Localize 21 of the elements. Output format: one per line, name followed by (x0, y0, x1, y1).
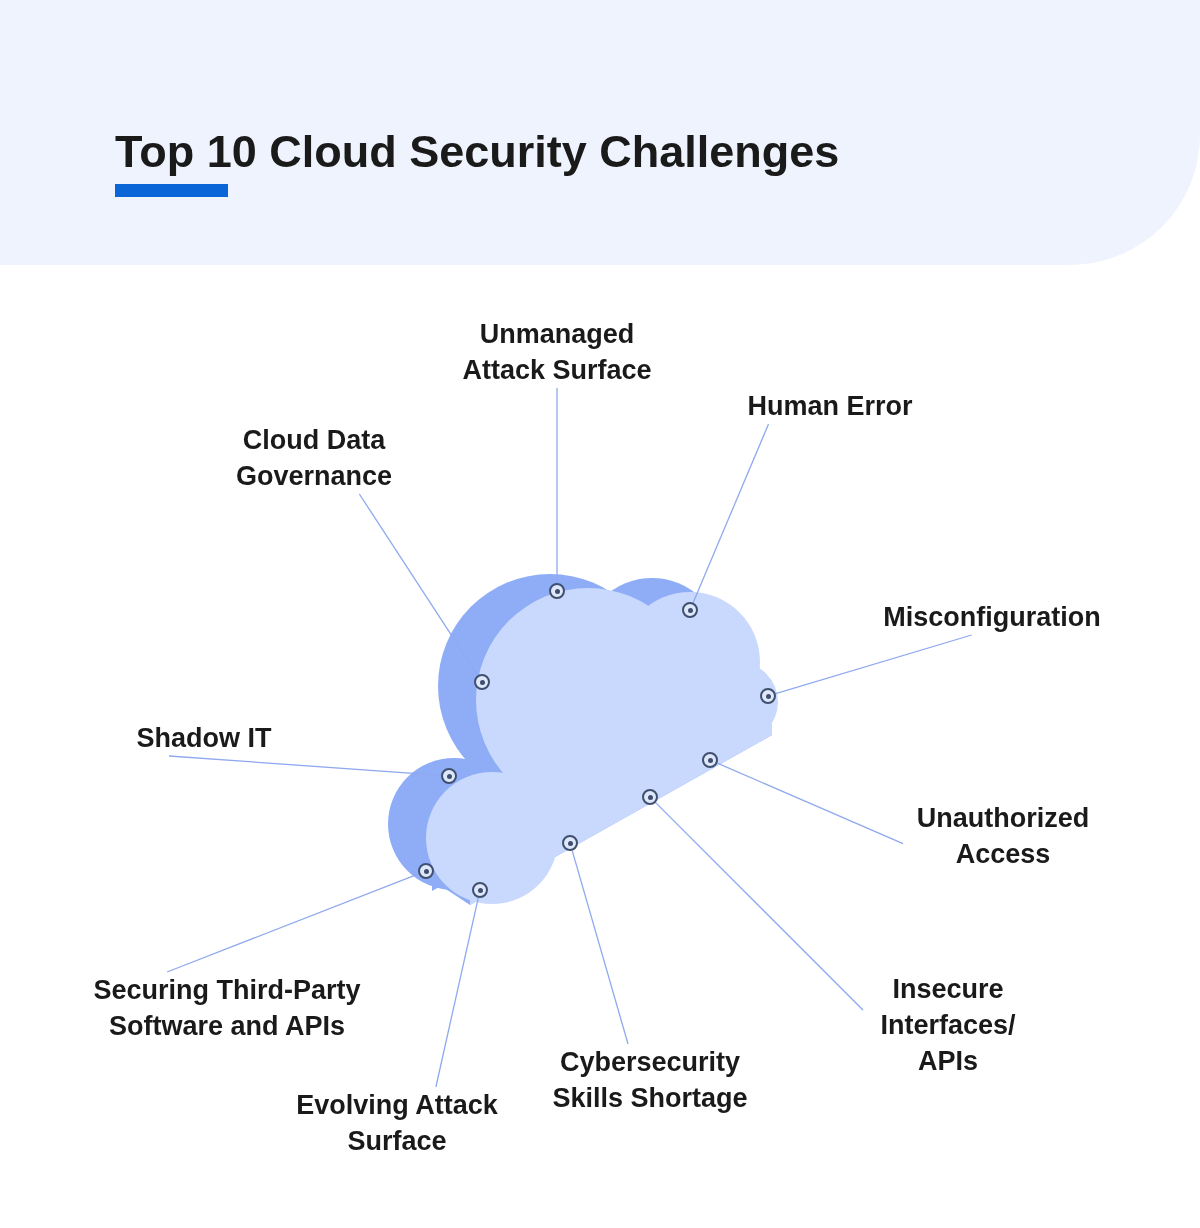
challenge-label: Cybersecurity Skills Shortage (530, 1044, 770, 1116)
challenge-label: Securing Third-Party Software and APIs (62, 972, 392, 1044)
challenge-label: Human Error (710, 388, 950, 424)
challenge-label: Unmanaged Attack Surface (449, 316, 665, 388)
leader-line (435, 897, 479, 1088)
leader-line (716, 762, 904, 845)
challenge-label: Shadow IT (109, 720, 299, 756)
challenge-label: Unauthorized Access (903, 800, 1103, 872)
leader-line (655, 802, 864, 1011)
leader-line (692, 423, 770, 604)
leader-line (168, 755, 442, 777)
challenge-label: Insecure Interfaces/ APIs (863, 971, 1033, 1079)
leader-line (556, 387, 558, 584)
title: Top 10 Cloud Security Challenges (115, 125, 840, 179)
challenge-label: Cloud Data Governance (214, 422, 414, 494)
challenge-label: Evolving Attack Surface (294, 1087, 500, 1159)
leader-line (775, 634, 973, 695)
leader-line (358, 493, 479, 676)
leader-line (571, 850, 629, 1045)
leader-line (166, 873, 420, 973)
challenge-label: Misconfiguration (847, 599, 1137, 635)
